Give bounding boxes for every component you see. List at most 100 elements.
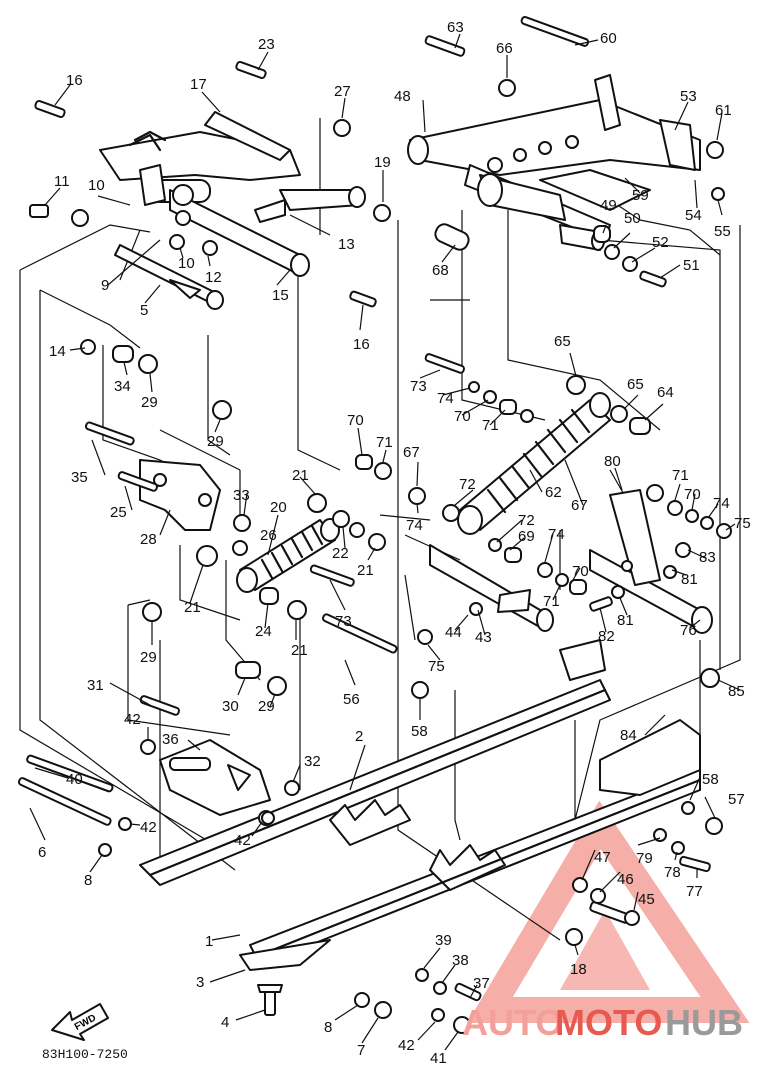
- watermark-text-moto: MOTO: [555, 1002, 662, 1043]
- callout-48: 48: [394, 88, 411, 105]
- callout-70: 70: [572, 563, 589, 580]
- callout-numbers: 1234567889101011121314151616171819202121…: [38, 19, 751, 1067]
- callout-83: 83: [699, 549, 716, 566]
- callout-73: 73: [335, 613, 352, 630]
- callout-74: 74: [713, 495, 730, 512]
- callout-22: 22: [332, 545, 349, 562]
- callout-38: 38: [452, 952, 469, 969]
- watermark-triangle: [467, 800, 750, 1023]
- callout-8: 8: [324, 1019, 332, 1036]
- callout-15: 15: [272, 287, 289, 304]
- callout-64: 64: [657, 384, 674, 401]
- callout-58: 58: [411, 723, 428, 740]
- callout-25: 25: [110, 504, 127, 521]
- callout-74: 74: [548, 526, 565, 543]
- callout-16: 16: [66, 72, 83, 89]
- callout-42: 42: [398, 1037, 415, 1054]
- front-pivot-arm: [99, 111, 366, 310]
- callout-39: 39: [435, 932, 452, 949]
- callout-41: 41: [430, 1050, 447, 1067]
- callout-74: 74: [437, 390, 454, 407]
- callout-20: 20: [270, 499, 287, 516]
- callout-82: 82: [598, 628, 615, 645]
- front-bracket: [139, 459, 221, 531]
- callout-40: 40: [66, 771, 83, 788]
- diagram-code: 83H100-7250: [42, 1047, 128, 1062]
- callout-8: 8: [84, 872, 92, 889]
- callout-42: 42: [124, 711, 141, 728]
- callout-65: 65: [627, 376, 644, 393]
- callout-6: 6: [38, 844, 46, 861]
- callout-67: 67: [403, 444, 420, 461]
- callout-32: 32: [304, 753, 321, 770]
- callout-7: 7: [357, 1042, 365, 1059]
- callout-54: 54: [685, 207, 702, 224]
- callout-70: 70: [684, 486, 701, 503]
- lower-front-bracket: [159, 739, 271, 816]
- callout-59: 59: [632, 187, 649, 204]
- callout-70: 70: [347, 412, 364, 429]
- callout-19: 19: [374, 154, 391, 171]
- callout-49: 49: [600, 197, 617, 214]
- callout-13: 13: [338, 236, 355, 253]
- rail-slider: [239, 639, 606, 971]
- callout-33: 33: [233, 487, 250, 504]
- callout-31: 31: [87, 677, 104, 694]
- callout-45: 45: [638, 891, 655, 908]
- callout-23: 23: [258, 36, 275, 53]
- callout-68: 68: [432, 262, 449, 279]
- callout-37: 37: [473, 975, 490, 992]
- watermark-text-hub: HUB: [665, 1002, 743, 1043]
- callout-30: 30: [222, 698, 239, 715]
- callout-80: 80: [604, 453, 621, 470]
- callout-77: 77: [686, 883, 703, 900]
- callout-18: 18: [570, 961, 587, 978]
- callout-73: 73: [410, 378, 427, 395]
- callout-11: 11: [54, 173, 70, 190]
- callout-85: 85: [728, 683, 745, 700]
- callout-56: 56: [343, 691, 360, 708]
- callout-2: 2: [355, 728, 363, 745]
- callout-43: 43: [475, 629, 492, 646]
- callout-84: 84: [620, 727, 637, 744]
- callout-leaders: [29, 33, 741, 1051]
- rear-shock-absorber: [457, 392, 611, 535]
- callout-29: 29: [207, 433, 224, 450]
- callout-65: 65: [554, 333, 571, 350]
- callout-55: 55: [714, 223, 731, 240]
- callout-29: 29: [140, 649, 157, 666]
- callout-17: 17: [190, 76, 207, 93]
- callout-21: 21: [292, 467, 309, 484]
- watermark-text: AUTO MOTO HUB: [462, 1002, 743, 1043]
- watermark-logo: [467, 800, 750, 1023]
- callout-62: 62: [545, 484, 562, 501]
- callout-51: 51: [683, 257, 700, 274]
- watermark-inner-triangle: [560, 910, 650, 990]
- callout-10: 10: [178, 255, 195, 272]
- callout-81: 81: [681, 571, 698, 588]
- callout-71: 71: [376, 434, 393, 451]
- callout-21: 21: [291, 642, 308, 659]
- callout-5: 5: [140, 302, 148, 319]
- callout-79: 79: [636, 850, 653, 867]
- callout-36: 36: [162, 731, 179, 748]
- callout-76: 76: [680, 622, 697, 639]
- callout-71: 71: [672, 467, 689, 484]
- callout-10: 10: [88, 177, 105, 194]
- callout-63: 63: [447, 19, 464, 36]
- callout-71: 71: [543, 593, 560, 610]
- callout-42: 42: [140, 819, 157, 836]
- callout-70: 70: [454, 408, 471, 425]
- callout-4: 4: [221, 1014, 229, 1031]
- callout-24: 24: [255, 623, 272, 640]
- callout-14: 14: [49, 343, 66, 360]
- callout-72: 72: [459, 476, 476, 493]
- callout-29: 29: [141, 394, 158, 411]
- callout-60: 60: [600, 30, 617, 47]
- callout-1: 1: [205, 933, 213, 950]
- callout-34: 34: [114, 378, 131, 395]
- callout-81: 81: [617, 612, 634, 629]
- callout-26: 26: [260, 527, 277, 544]
- callout-12: 12: [205, 269, 222, 286]
